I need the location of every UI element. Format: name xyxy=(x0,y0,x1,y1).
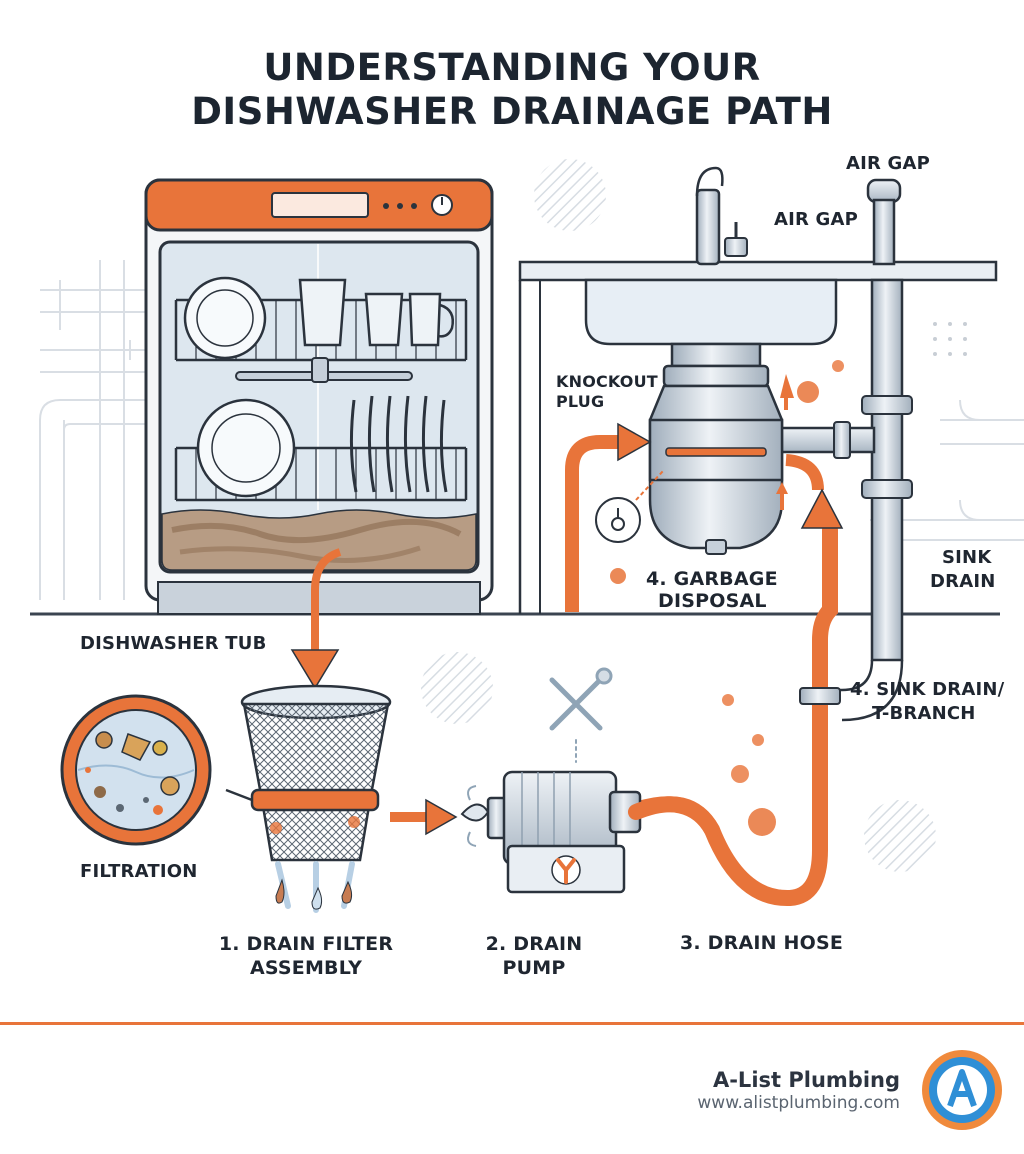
brand-logo-icon xyxy=(922,1050,1002,1130)
sink-drain-label: SINK DRAIN xyxy=(930,546,996,594)
air-gap-top-label: AIR GAP xyxy=(846,153,931,174)
wrench-screwdriver-icon xyxy=(549,667,613,763)
dishwasher-tub-label: DISHWASHER TUB xyxy=(80,633,267,654)
pump-line-2: PUMP xyxy=(502,957,566,979)
garbage-disposal-label: 4. GARBAGE DISPOSAL xyxy=(646,568,778,612)
brand-name: A-List Plumbing xyxy=(712,1068,900,1092)
magnifier-icon xyxy=(60,694,253,846)
drain-filter-label: 1. DRAIN FILTER ASSEMBLY xyxy=(219,932,393,980)
dishwasher-icon xyxy=(144,178,494,615)
pump-line-1: 2. DRAIN xyxy=(485,933,583,955)
knockout-line-2: PLUG xyxy=(556,392,605,411)
title-line-1: UNDERSTANDING YOUR xyxy=(263,46,761,89)
tub-to-filter-arrow xyxy=(311,548,342,650)
drain-pump-label: 2. DRAIN PUMP xyxy=(486,932,583,980)
sink-faucet-icon xyxy=(518,166,998,614)
drain-pump-icon xyxy=(460,770,642,894)
dishwasher-to-disposal-hose xyxy=(565,435,626,612)
air-gap-icon xyxy=(776,178,913,722)
filter-line-1: 1. DRAIN FILTER xyxy=(218,933,394,955)
drain-filter-icon xyxy=(240,684,392,913)
dot-grid xyxy=(933,322,967,356)
tbranch-line-1: 4. SINK DRAIN/ xyxy=(850,679,1005,700)
air-gap-side-label: AIR GAP xyxy=(774,209,859,230)
drain-hose-label: 3. DRAIN HOSE xyxy=(680,932,844,954)
knockout-plug-label: KNOCKOUT PLUG xyxy=(556,372,658,412)
garbage-line-1: 4. GARBAGE xyxy=(646,568,778,590)
tbranch-line-2: T-BRANCH xyxy=(872,703,976,724)
filtration-label: FILTRATION xyxy=(80,861,198,882)
knockout-line-1: KNOCKOUT xyxy=(556,372,658,391)
flow-indicators xyxy=(610,360,844,836)
tbranch-label: 4. SINK DRAIN/ T-BRANCH xyxy=(850,678,1004,726)
sink-drain-line-1: SINK xyxy=(942,547,992,568)
title-line-2: DISHWASHER DRAINAGE PATH xyxy=(191,90,833,133)
filter-line-2: ASSEMBLY xyxy=(249,957,363,979)
background-pipes xyxy=(39,159,1024,872)
garbage-line-2: DISPOSAL xyxy=(658,590,767,612)
footer-divider xyxy=(0,1022,1024,1025)
sink-drain-line-2: DRAIN xyxy=(930,571,996,592)
brand-url[interactable]: www.alistplumbing.com xyxy=(697,1093,900,1113)
page-title: UNDERSTANDING YOUR DISHWASHER DRAINAGE P… xyxy=(0,46,1024,134)
